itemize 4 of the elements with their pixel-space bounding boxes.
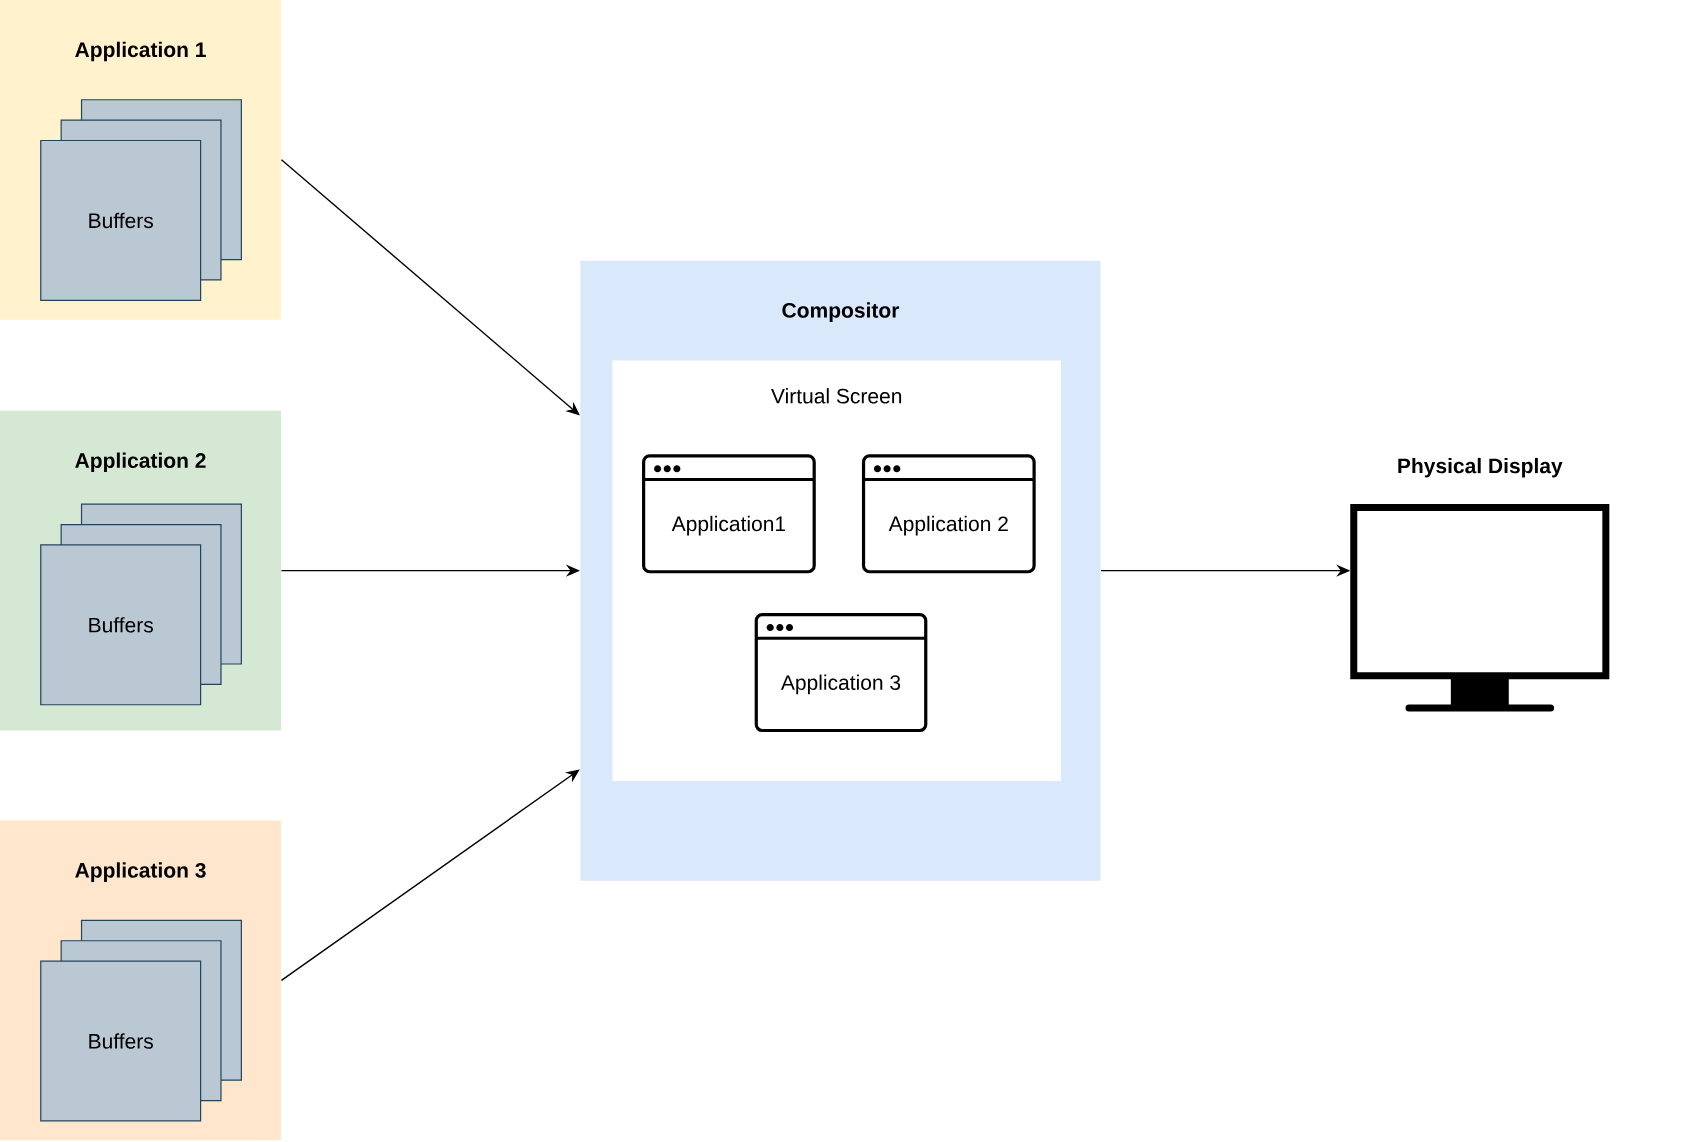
buffer-stack: Buffers [40,503,242,706]
arrow [280,769,580,981]
buffer-stack: Buffers [40,98,242,301]
buffer-stack: Buffers [40,919,242,1122]
